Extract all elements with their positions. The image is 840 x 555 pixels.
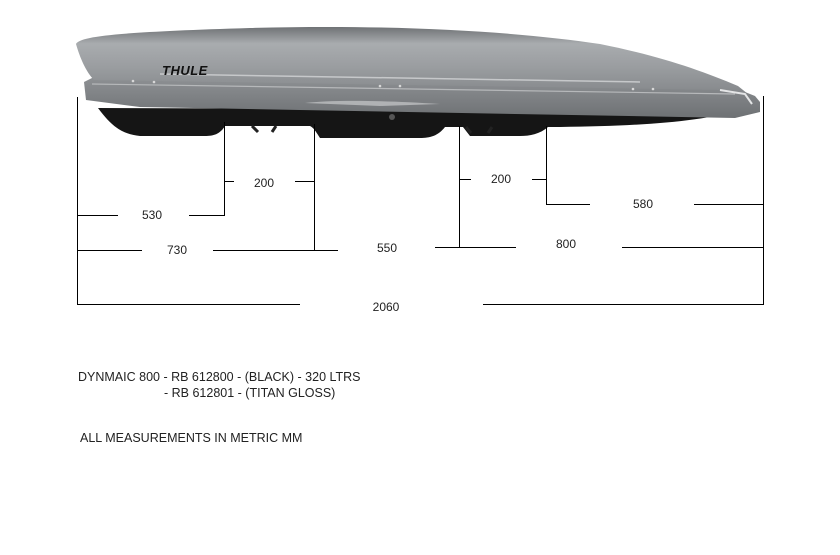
dim-label-530: 530 [141, 208, 163, 222]
model-line-2: - RB 612801 - (TITAN GLOSS) [164, 386, 336, 400]
dim-label-200-front: 200 [253, 176, 275, 190]
dimension-lines [77, 96, 764, 305]
box-lid [76, 26, 748, 95]
dim-label-730: 730 [166, 243, 188, 257]
box-underside [98, 108, 740, 138]
box-base [84, 78, 760, 118]
dim-label-2060: 2060 [372, 300, 400, 314]
front-bar-foot [250, 124, 278, 134]
dim-label-800: 800 [555, 237, 577, 251]
lock-icon [389, 114, 395, 120]
dim-label-550: 550 [376, 241, 398, 255]
model-line-1: DYNMAIC 800 - RB 612800 - (BLACK) - 320 … [78, 370, 361, 384]
dim-label-580: 580 [632, 197, 654, 211]
rear-bar-foot [464, 126, 494, 134]
dim-label-200-rear: 200 [490, 172, 512, 186]
thule-logo: THULE [162, 63, 208, 78]
roof-box-illustration: THULE [76, 26, 760, 138]
units-note: ALL MEASUREMENTS IN METRIC MM [80, 431, 303, 445]
